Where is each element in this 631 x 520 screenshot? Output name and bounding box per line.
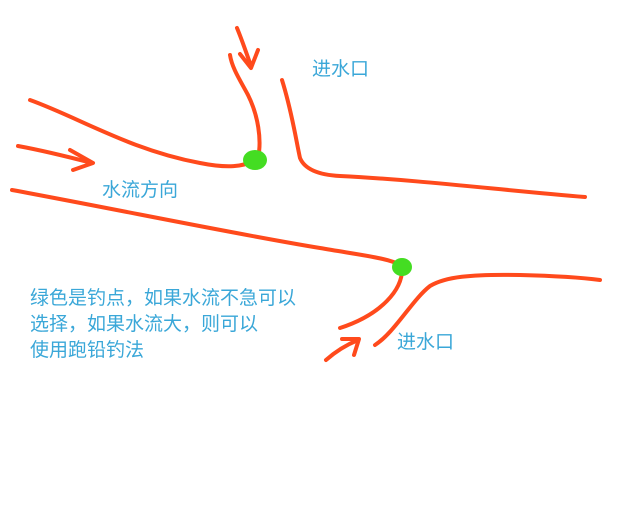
flow-direction-label: 水流方向: [102, 179, 179, 201]
top-inlet-right-bank: [280, 78, 587, 199]
bottom-inlet-label: 进水口: [397, 331, 455, 353]
river-lower-bank: [10, 188, 405, 330]
bottom-inlet-arrow-head: [340, 337, 361, 357]
top-inlet-arrow-head: [238, 48, 260, 70]
fishing-spot-upper: [243, 150, 267, 170]
fishing-spot-lower: [392, 258, 412, 276]
flow-arrow-head: [68, 148, 95, 172]
river-upper-bank: [28, 53, 262, 169]
flow-arrow-shaft: [16, 144, 94, 165]
fishing-spot-note: 绿色是钓点，如果水流不急可以 选择，如果水流大，则可以 使用跑铅钓法: [30, 287, 297, 361]
bottom-inlet-arrow-shaft: [324, 338, 360, 362]
top-inlet-label: 进水口: [312, 58, 370, 80]
bottom-inlet-bank: [373, 272, 602, 347]
top-inlet-arrow-shaft: [235, 26, 253, 68]
